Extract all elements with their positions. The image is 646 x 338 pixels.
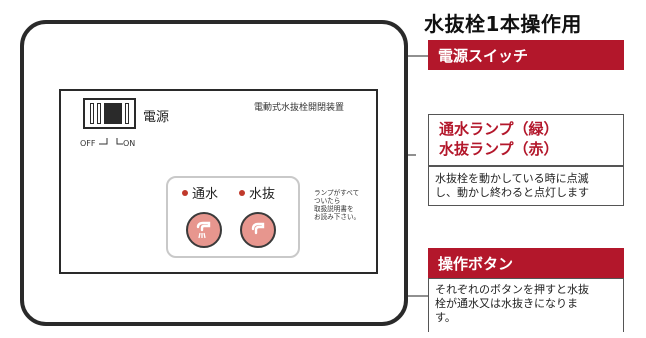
power-switch-callout: 電源スイッチ (428, 40, 624, 70)
lamp-water-label: 通水 (192, 187, 219, 202)
buttons-description-line: それぞれのボタンを押すと水抜 (435, 283, 589, 296)
buttons-callout-title: 操作ボタン (438, 254, 514, 273)
device-title: 電動式水抜栓開閉装置 (254, 103, 345, 113)
lamp-drain-label: 水抜 (249, 187, 276, 202)
switch-position-marks (99, 138, 123, 145)
buttons-description-line: 栓が通水又は水抜きになりま (435, 297, 578, 310)
lamp-water-indicator (182, 190, 188, 196)
switch-slot (90, 103, 94, 124)
lamps-description-line: 水抜栓を動かしている時に点滅 (435, 172, 589, 185)
power-switch-callout-title: 電源スイッチ (438, 46, 529, 65)
buttons-description-line: す。 (435, 311, 456, 324)
water-flow-button[interactable] (186, 212, 222, 248)
notice-line: 取扱説明書を (314, 205, 354, 213)
on-label: ON (123, 139, 136, 148)
power-label: 電源 (143, 110, 170, 125)
faucet-water-icon (196, 221, 211, 239)
lamps-callout-title-drain: 水抜ランプ（赤） (439, 140, 559, 158)
lamps-description-box: 水抜栓を動かしている時に点滅 し、動かし終わると点灯します (428, 166, 624, 206)
notice-line: ランプがすべて (314, 189, 360, 197)
power-switch[interactable] (83, 98, 136, 129)
lamps-callout-title-water: 通水ランプ（緑） (439, 120, 559, 138)
buttons-description-box: それぞれのボタンを押すと水抜 栓が通水又は水抜きになりま す。 (428, 278, 624, 332)
drain-button[interactable] (240, 212, 276, 248)
lamps-description-line: し、動かし終わると点灯します (435, 186, 589, 199)
off-label: OFF (80, 139, 96, 148)
lamps-callout: 通水ランプ（緑） 水抜ランプ（赤） (428, 114, 624, 166)
switch-slot (97, 103, 101, 124)
page-title: 水抜栓1本操作用 (424, 12, 582, 36)
buttons-callout: 操作ボタン (428, 248, 624, 278)
control-tray (166, 176, 300, 258)
notice-line: ついたら (314, 197, 341, 205)
switch-slot (125, 103, 129, 124)
switch-knob (104, 103, 122, 124)
lamp-drain-indicator (239, 190, 245, 196)
device-notice: ランプがすべて ついたら 取扱説明書を お読み下さい。 (314, 189, 360, 221)
notice-line: お読み下さい。 (314, 213, 361, 221)
faucet-drain-icon (251, 222, 265, 235)
